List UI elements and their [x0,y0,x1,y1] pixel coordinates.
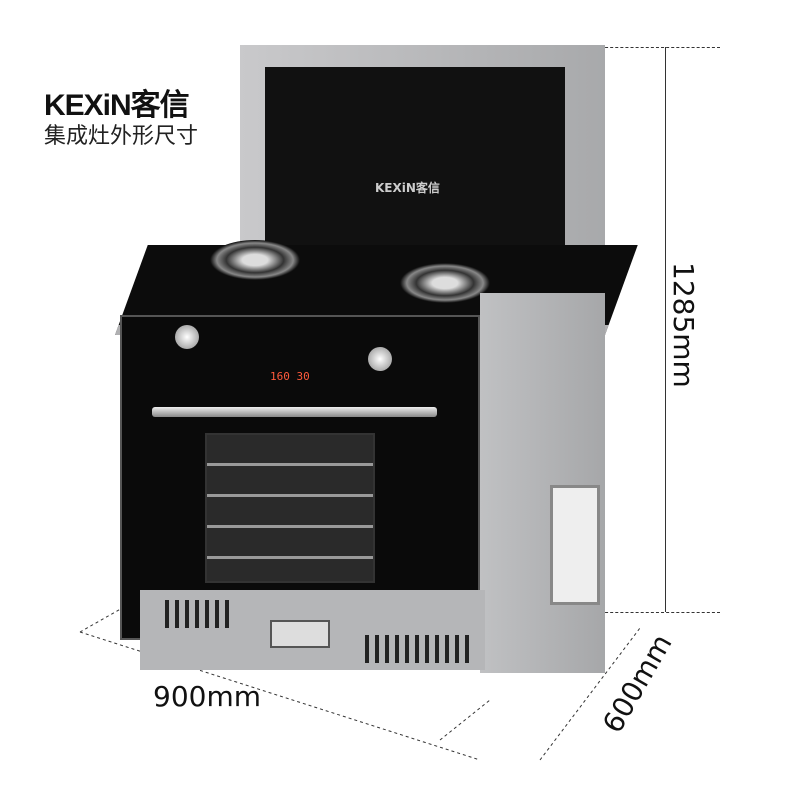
depth-guide [539,627,641,761]
width-guide-right [439,699,491,741]
burner-left [210,240,300,280]
burner-right [400,263,490,303]
display-temperature: 160 [270,370,290,383]
brand-logo: KEXiN客信 [44,89,190,122]
base-drawer[interactable] [270,620,330,648]
oven-handle[interactable] [152,407,437,417]
knob-left[interactable] [175,325,199,349]
integrated-stove: KEXiN客信 160 30 [110,45,638,675]
height-label: 1285mm [667,262,700,388]
side-vent [550,485,600,605]
height-guide-top [600,47,720,48]
width-label: 900mm [153,680,261,713]
knob-right[interactable] [368,347,392,371]
base-vent [165,600,235,628]
height-guide-bottom [600,612,720,613]
control-display: 160 30 [270,370,310,383]
side-panel [480,293,605,673]
display-time: 30 [296,370,310,383]
height-line [665,47,666,612]
width-guide [79,631,481,761]
oven-window [205,433,375,583]
page-subtitle: 集成灶外形尺寸 [44,124,199,149]
base-vent-right [365,635,475,663]
hood-panel-logo: KEXiN客信 [375,181,440,195]
